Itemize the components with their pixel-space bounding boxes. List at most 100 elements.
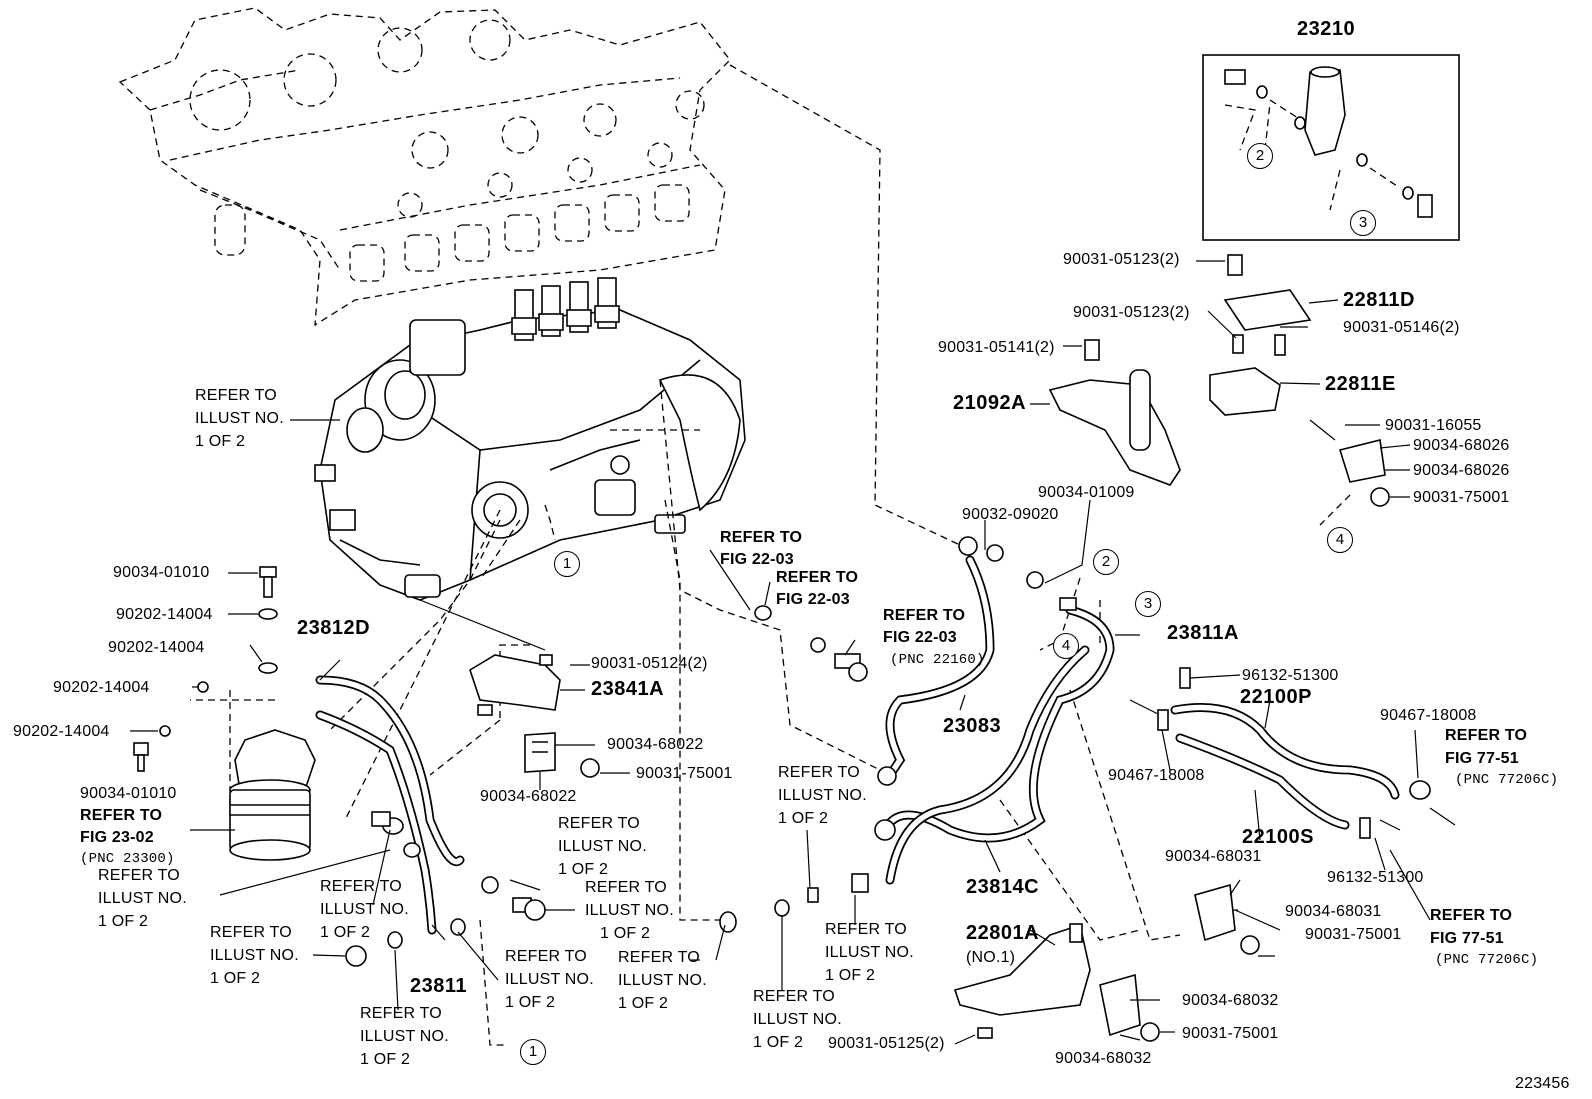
refer-label: ILLUST NO. [210,947,299,964]
refer-label: REFER TO [778,764,860,781]
refer-label: 1 OF 2 [320,924,371,941]
callout-1: 1 [554,551,580,577]
fastener-label: 90031-05141(2) [938,339,1055,356]
fastener-label: 90034-01010 [113,564,210,581]
refer-label: (PNC 77206C) [1435,952,1539,968]
fastener-label: 90031-05125(2) [828,1035,945,1052]
refer-label: ILLUST NO. [618,972,707,989]
refer-label: 1 OF 2 [600,925,651,942]
callout-1: 1 [520,1039,546,1065]
refer-label: 1 OF 2 [98,913,149,930]
fastener-label: 90031-75001 [1305,926,1402,943]
fuel-tubes [315,555,1400,935]
callout-3: 3 [1135,591,1161,617]
fastener-label: 90031-75001 [636,765,733,782]
refer-label: REFER TO [618,949,700,966]
refer-label: FIG 22-03 [776,591,850,608]
refer-label: ILLUST NO. [558,838,647,855]
fuel-filter-drawing [130,566,316,861]
refer-label: FIG 22-03 [720,551,794,568]
refer-label: FIG 77-51 [1445,750,1519,767]
refer-label: REFER TO [558,815,640,832]
fastener-label: 90031-05123(2) [1063,251,1180,268]
refer-label: REFER TO [753,988,835,1005]
refer-label: 1 OF 2 [825,967,876,984]
fastener-label: 90202-14004 [116,606,213,623]
part-label-23812D: 23812D [297,617,371,639]
part-label-21092A: 21092A [953,392,1027,414]
refer-label: REFER TO [1445,727,1528,744]
fastener-label: 90202-14004 [53,679,150,696]
refer-label: ILLUST NO. [778,787,867,804]
fastener-label: 90034-01010 [80,785,177,802]
fastener-label: 90467-18008 [1108,767,1205,784]
refer-label: ILLUST NO. [585,902,674,919]
part-label-22811D: 22811D [1343,289,1415,311]
fastener-label: 90034-01009 [1038,484,1135,501]
refer-label: 1 OF 2 [210,970,261,987]
refer-label: ILLUST NO. [98,890,187,907]
fastener-label: 90034-68026 [1413,437,1510,454]
refer-label: 1 OF 2 [618,995,669,1012]
refer-label: ILLUST NO. [753,1011,842,1028]
dashed-leaders [190,64,1351,1046]
part-label-22100P: 22100P [1240,686,1312,708]
refer-label: REFER TO [776,569,859,586]
part-label-23811A: 23811A [1167,622,1239,644]
fastener-label: 90031-16055 [1385,417,1482,434]
refer-label: ILLUST NO. [505,971,594,988]
fastener-label: 90031-05124(2) [591,655,708,672]
refer-label: REFER TO [210,924,292,941]
engine-block-outline [118,7,731,327]
callout-3: 3 [1350,210,1376,236]
fastener-label: 90034-68031 [1285,903,1382,920]
refer-label: REFER TO [505,948,587,965]
refer-label: REFER TO [80,807,163,824]
refer-label: 1 OF 2 [505,994,556,1011]
refer-label: 1 OF 2 [753,1034,804,1051]
fastener-label: 90031-05146(2) [1343,319,1460,336]
refer-label: REFER TO [825,921,907,938]
part-label-23814C: 23814C [966,876,1040,898]
fastener-label: 90034-68031 [1165,848,1262,865]
part-label-23841A: 23841A [591,678,665,700]
fastener-label: 90202-14004 [108,639,205,656]
part-label-23811: 23811 [410,975,468,997]
refer-label: 1 OF 2 [778,810,829,827]
part-label-22801A: 22801A [966,922,1040,944]
refer-label: 1 OF 2 [360,1051,411,1068]
refer-label: REFER TO [720,529,803,546]
refer-label: 1 OF 2 [558,861,609,878]
refer-label: ILLUST NO. [320,901,409,918]
fastener-label: 90034-68032 [1182,992,1279,1009]
fastener-label: 90034-68022 [480,788,577,805]
refer-label: FIG 23-02 [80,829,154,846]
injection-pump-drawing [314,277,746,601]
refer-label: (PNC 23300) [80,851,175,867]
refer-label: REFER TO [1430,907,1513,924]
fittings [345,536,1456,967]
refer-label: (PNC 77206C) [1455,772,1559,788]
callout-4: 4 [1327,527,1353,553]
callout-2: 2 [1093,549,1119,575]
part-label-22811E: 22811E [1325,373,1396,395]
fastener-label: 90202-14004 [13,723,110,740]
callout-4: 4 [1053,633,1079,659]
fastener-label: 90034-68026 [1413,462,1510,479]
refer-label: FIG 77-51 [1430,930,1504,947]
refer-label: FIG 22-03 [883,629,957,646]
label-leaders [219,260,1431,1045]
fastener-label: 90034-68022 [607,736,704,753]
brackets [469,254,1390,1042]
refer-label: ILLUST NO. [825,944,914,961]
refer-label: 1 OF 2 [195,433,246,450]
fastener-label: 90031-05123(2) [1073,304,1190,321]
fastener-label: 96132-51300 [1242,667,1339,684]
part-label-23083: 23083 [943,715,1002,737]
refer-label: REFER TO [360,1005,442,1022]
diagram-id: 223456 [1515,1075,1570,1092]
fastener-label: 90031-75001 [1413,489,1510,506]
refer-label: REFER TO [195,387,277,404]
